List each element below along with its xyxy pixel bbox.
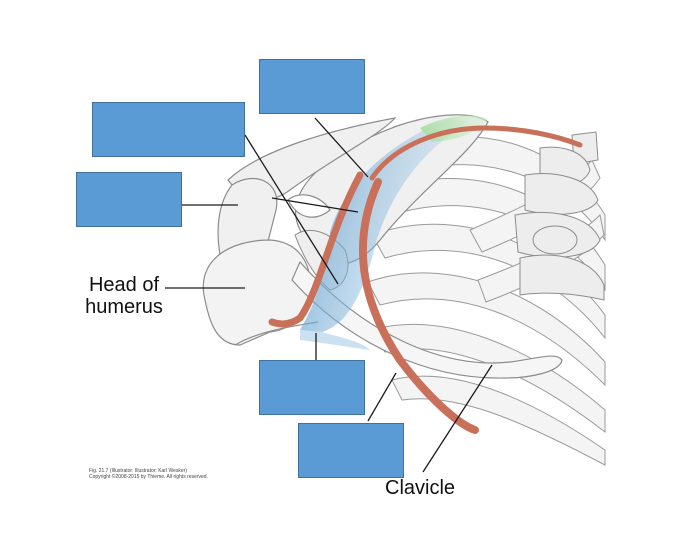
label-head-of-humerus: Head of humerus [84,274,164,318]
muscle-bands [268,125,583,434]
answer-box-lower-center[interactable] [259,360,365,415]
figure-credit-line1: Fig. 21.7 (Illustrator: Illustrator: Kar… [89,468,187,474]
figure-credit-line2: Copyright ©2008-2015 by Thieme. All righ… [89,474,208,480]
label-head-of-humerus-line2: humerus [85,296,163,318]
blue-muscle [300,118,470,332]
vertebral-column [514,131,605,301]
figure-credit: Fig. 21.7 (Illustrator: Illustrator: Kar… [89,468,208,480]
blue-shadow [300,330,370,350]
answer-box-upper-left[interactable] [92,102,245,157]
leader-lines [165,117,493,473]
answer-box-top-center[interactable] [259,59,365,114]
label-clavicle: Clavicle [385,477,456,499]
answer-box-mid-left[interactable] [76,172,182,227]
clavicle-bone [291,260,563,379]
label-head-of-humerus-line1: Head of [88,274,160,296]
answer-box-bottom-center[interactable] [298,423,404,478]
